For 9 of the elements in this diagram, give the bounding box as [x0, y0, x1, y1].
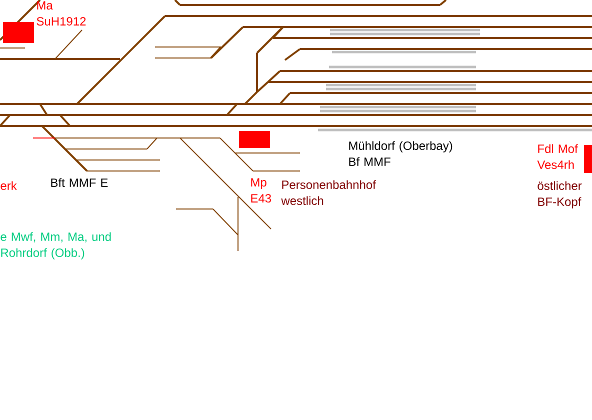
text-label: erk: [0, 181, 17, 190]
text-label: Personenbahnhof westlich: [281, 180, 376, 205]
text-label: Mühldorf (Oberbay) Bf MMF: [349, 141, 452, 166]
text-label: Fdl Mof Ves4rh: [537, 144, 578, 169]
text-label: östlicher BF-Kopf: [538, 181, 582, 208]
text-label: Mp E43: [251, 178, 272, 203]
text-label: Bft MMF E: [51, 178, 108, 187]
text-label: e Mwf, Mm, Ma, und Rohrdorf (Obb.): [0, 232, 111, 260]
text-label: Ma SuH1912: [36, 1, 86, 26]
